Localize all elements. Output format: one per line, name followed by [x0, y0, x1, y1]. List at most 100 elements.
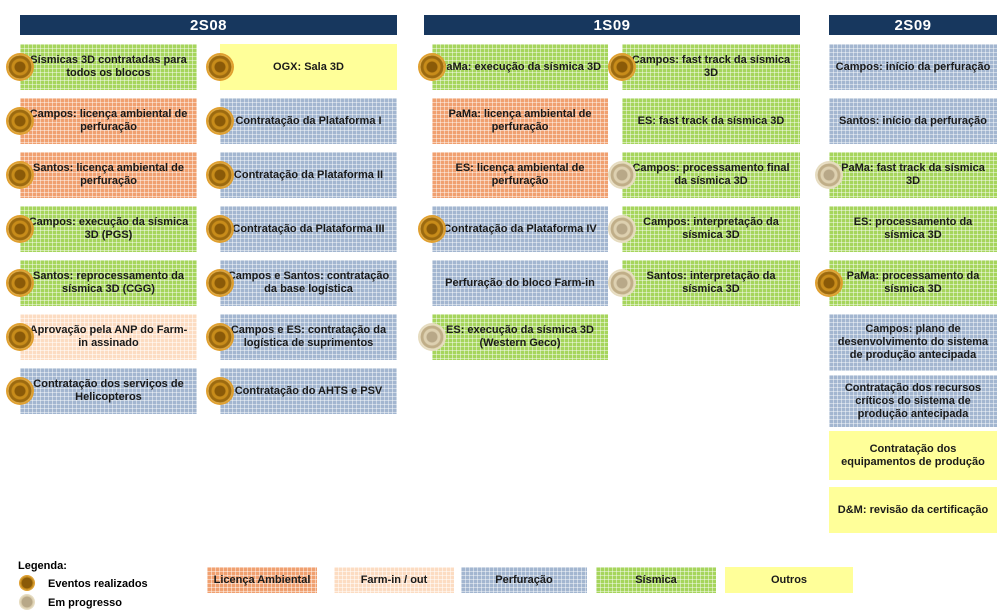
done-icon — [420, 55, 444, 79]
milestone-label: Sísmicas 3D contratadas para todos os bl… — [30, 54, 187, 79]
milestone-box: Perfuração do bloco Farm-in — [432, 260, 608, 306]
done-icon — [8, 163, 32, 187]
milestone-box: D&M: revisão da certificação — [829, 487, 997, 533]
milestone-box: PaMa: processamento da sísmica 3D — [829, 260, 997, 306]
legend-progress-label: Em progresso — [48, 597, 122, 609]
milestone-box: Contratação da Plataforma III — [220, 206, 397, 252]
milestone-label: Campos: plano de desenvolvimento do sist… — [837, 323, 989, 361]
legend-title: Legenda: — [18, 560, 67, 572]
in-progress-icon — [610, 271, 634, 295]
milestone-box: Campos: processamento final da sísmica 3… — [622, 152, 800, 198]
done-icon — [8, 109, 32, 133]
milestone-box: ES: fast track da sísmica 3D — [622, 98, 800, 144]
milestone-label: Contratação dos recursos críticos do sis… — [844, 381, 982, 420]
milestone-box: PaMa: execução da sísmica 3D — [432, 44, 608, 90]
done-icon — [208, 217, 232, 241]
milestone-label: ES: processamento da sísmica 3D — [853, 216, 973, 241]
legend-perfuracao: Perfuração — [461, 567, 587, 593]
milestone-box: Campos: plano de desenvolvimento do sist… — [829, 314, 997, 371]
in-progress-icon — [610, 217, 634, 241]
milestone-box: Campos e Santos: contratação da base log… — [220, 260, 397, 306]
milestone-box: Contratação dos equipamentos de produção — [829, 431, 997, 480]
milestone-label: Contratação da Plataforma II — [233, 168, 384, 181]
milestone-box: ES: processamento da sísmica 3D — [829, 206, 997, 252]
milestone-box: Aprovação pela ANP do Farm-in assinado — [20, 314, 197, 360]
done-icon — [817, 271, 841, 295]
legend-farm: Farm-in / out — [334, 567, 454, 593]
in-progress-icon — [20, 595, 34, 609]
done-icon — [208, 325, 232, 349]
done-icon — [208, 271, 232, 295]
period-header-2s08: 2S08 — [20, 15, 397, 35]
milestone-box: Contratação do AHTS e PSV — [220, 368, 397, 414]
milestone-label: ES: licença ambiental de perfuração — [455, 162, 585, 187]
milestone-label: PaMa: fast track da sísmica 3D — [841, 162, 985, 187]
period-header-1s09: 1S09 — [424, 15, 800, 35]
milestone-label: Campos: execução da sísmica 3D (PGS) — [28, 216, 189, 241]
milestone-box: Campos: licença ambiental de perfuração — [20, 98, 197, 144]
milestone-box: Contratação da Plataforma IV — [432, 206, 608, 252]
milestone-label: Perfuração do bloco Farm-in — [445, 276, 595, 289]
milestone-box: PaMa: fast track da sísmica 3D — [829, 152, 997, 198]
milestone-label: Contratação da Plataforma III — [232, 222, 385, 235]
milestone-box: Santos: interpretação da sísmica 3D — [622, 260, 800, 306]
done-icon — [8, 379, 32, 403]
milestone-label: Campos e Santos: contratação da base log… — [227, 270, 390, 295]
done-icon — [8, 217, 32, 241]
milestone-label: Campos: início da perfuração — [835, 60, 991, 73]
milestone-box: Contratação da Plataforma II — [220, 152, 397, 198]
milestone-box: Campos: interpretação da sísmica 3D — [622, 206, 800, 252]
milestone-label: D&M: revisão da certificação — [837, 503, 989, 516]
milestone-label: PaMa: processamento da sísmica 3D — [846, 270, 980, 295]
milestone-label: Contratação da Plataforma I — [235, 114, 382, 127]
milestone-label: Aprovação pela ANP do Farm-in assinado — [29, 324, 188, 349]
legend-licenca: Licença Ambiental — [207, 567, 317, 593]
milestone-box: OGX: Sala 3D — [220, 44, 397, 90]
milestone-label: Santos: interpretação da sísmica 3D — [646, 270, 776, 295]
legend-outros: Outros — [725, 567, 853, 593]
in-progress-icon — [610, 163, 634, 187]
done-icon — [208, 55, 232, 79]
milestone-label: PaMa: execução da sísmica 3D — [438, 60, 602, 73]
done-icon — [8, 271, 32, 295]
milestone-box: Campos e ES: contratação da logística de… — [220, 314, 397, 360]
milestone-label: Santos: reprocessamento da sísmica 3D (C… — [33, 270, 184, 295]
milestone-box: Campos: fast track da sísmica 3D — [622, 44, 800, 90]
milestone-box: Santos: licença ambiental de perfuração — [20, 152, 197, 198]
milestone-box: Santos: reprocessamento da sísmica 3D (C… — [20, 260, 197, 306]
milestone-box: ES: licença ambiental de perfuração — [432, 152, 608, 198]
in-progress-icon — [817, 163, 841, 187]
milestone-label: Santos: início da perfuração — [839, 114, 987, 127]
milestone-label: Campos: interpretação da sísmica 3D — [643, 216, 779, 241]
milestone-box: Campos: início da perfuração — [829, 44, 997, 90]
milestone-label: Contratação do AHTS e PSV — [234, 384, 383, 397]
legend-sismica: Sísmica — [596, 567, 716, 593]
milestone-box: ES: execução da sísmica 3D (Western Geco… — [432, 314, 608, 360]
done-icon — [420, 217, 444, 241]
milestone-box: Campos: execução da sísmica 3D (PGS) — [20, 206, 197, 252]
done-icon — [610, 55, 634, 79]
milestone-box: Contratação dos recursos críticos do sis… — [829, 375, 997, 427]
milestone-label: Contratação da Plataforma IV — [443, 222, 597, 235]
milestone-box: PaMa: licença ambiental de perfuração — [432, 98, 608, 144]
milestone-label: Santos: licença ambiental de perfuração — [33, 162, 184, 187]
in-progress-icon — [420, 325, 444, 349]
milestone-label: Contratação dos equipamentos de produção — [841, 442, 985, 468]
period-header-2s09: 2S09 — [829, 15, 997, 35]
milestone-label: Campos: licença ambiental de perfuração — [29, 108, 188, 133]
milestone-label: Campos: fast track da sísmica 3D — [631, 54, 791, 79]
done-icon — [208, 109, 232, 133]
done-icon — [20, 576, 34, 590]
milestone-label: ES: fast track da sísmica 3D — [637, 114, 785, 127]
milestone-box: Contratação dos serviços de Helicopteros — [20, 368, 197, 414]
milestone-label: OGX: Sala 3D — [273, 60, 344, 73]
milestone-box: Sísmicas 3D contratadas para todos os bl… — [20, 44, 197, 90]
done-icon — [8, 325, 32, 349]
milestone-label: PaMa: licença ambiental de perfuração — [448, 108, 592, 133]
done-icon — [208, 163, 232, 187]
milestone-box: Santos: início da perfuração — [829, 98, 997, 144]
milestone-label: Campos: processamento final da sísmica 3… — [632, 162, 790, 187]
done-icon — [208, 379, 232, 403]
milestone-label: Contratação dos serviços de Helicopteros — [33, 378, 184, 403]
milestone-label: Campos e ES: contratação da logística de… — [230, 324, 387, 349]
